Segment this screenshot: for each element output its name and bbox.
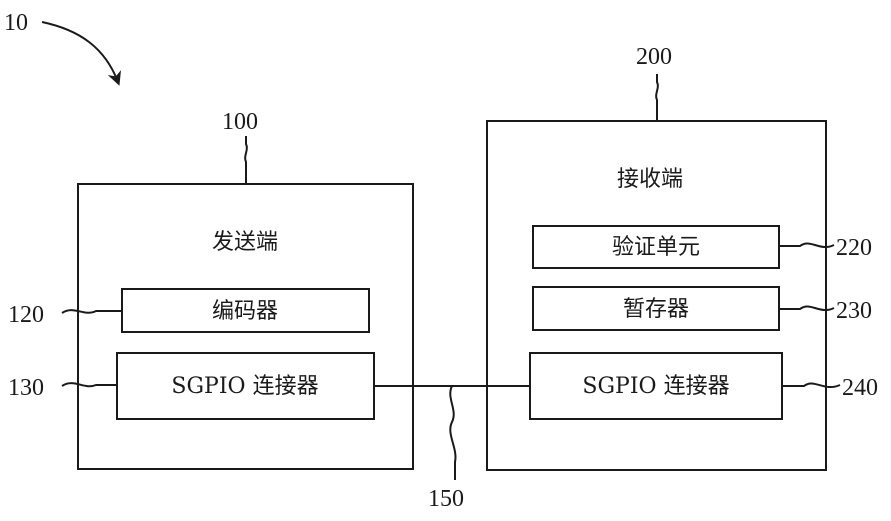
sender-title: 发送端 [212,230,278,255]
sender-connector-leader-line [62,383,117,386]
sender-connector-ref-label: 130 [8,375,44,401]
receiver-connector-leader-line [782,383,840,387]
encoder-ref-label: 120 [8,302,44,328]
receiver-leader-line [656,74,658,121]
sender-box [78,184,413,469]
figure-ref-label: 10 [4,10,28,36]
encoder-label: 编码器 [212,299,278,324]
buffer-ref-label: 230 [836,298,872,324]
sender-leader-line [245,136,247,184]
verify-unit-label: 验证单元 [612,235,700,260]
buffer-label: 暂存器 [623,297,689,322]
receiver-connector-ref-label: 240 [842,375,878,401]
link-leader-line [450,386,455,480]
sender-connector-label: SGPIO 连接器 [171,374,318,399]
verify-unit-ref-label: 220 [836,235,872,261]
receiver-ref-label: 200 [636,44,672,70]
figure-ref-arrow [42,22,118,82]
sender-ref-label: 100 [222,109,258,135]
link-ref-label: 150 [428,486,464,512]
receiver-connector-label: SGPIO 连接器 [582,374,729,399]
receiver-title: 接收端 [617,167,683,192]
encoder-leader-line [62,310,122,313]
